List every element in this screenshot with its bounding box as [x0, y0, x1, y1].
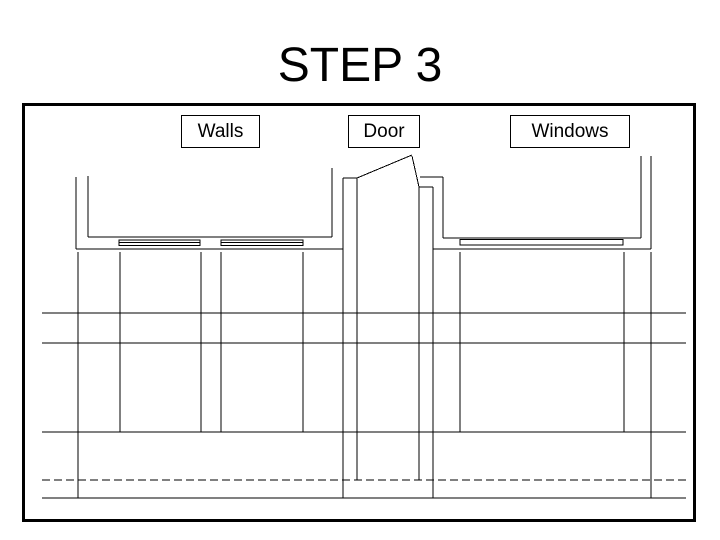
slide-title: STEP 3 [277, 39, 443, 92]
label-door-text: Door [363, 120, 405, 142]
label-walls-text: Walls [197, 120, 244, 142]
label-windows: Windows [510, 115, 630, 148]
window-symbol [118, 239, 201, 246]
window-symbol [459, 239, 624, 246]
label-walls: Walls [181, 115, 260, 148]
window-symbol [220, 239, 304, 246]
label-door: Door [348, 115, 420, 148]
label-windows-text: Windows [531, 120, 609, 142]
drawing-frame [22, 103, 696, 522]
